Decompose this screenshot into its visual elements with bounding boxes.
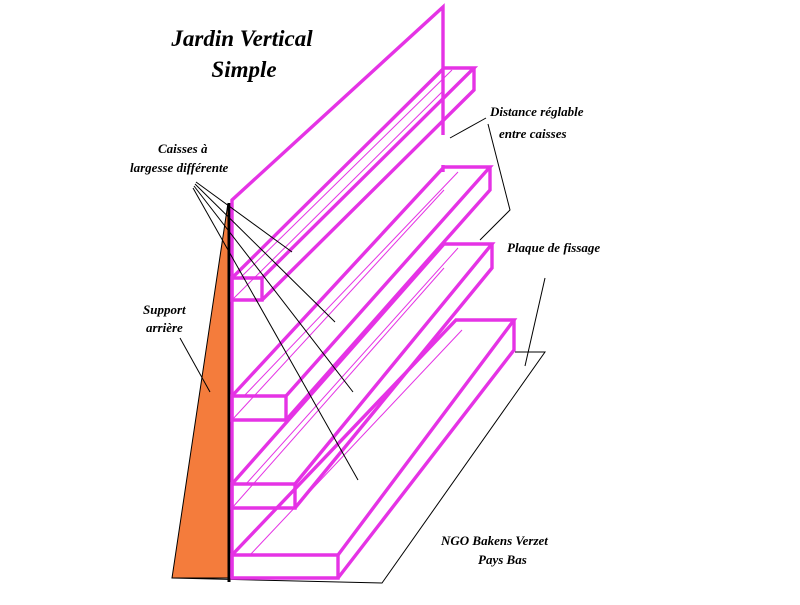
- leader-distance-2: [479, 123, 511, 241]
- planter-box-2-inner: [243, 171, 459, 397]
- planter-box-4-front: [230, 553, 340, 580]
- planter-box-2-side: [284, 167, 492, 422]
- planter-box-1-top: [230, 66, 479, 280]
- label-support-line-2: arrière: [146, 320, 183, 335]
- label-plate: Plaque de fissage: [507, 240, 600, 255]
- title-line-2: Simple: [211, 57, 276, 82]
- planter-box-1-inner: [239, 69, 453, 279]
- leader-boxes-3: [193, 185, 354, 393]
- label-distance-line-1: Distance réglable: [489, 104, 584, 119]
- leader-lines: [179, 117, 546, 481]
- planter-box-2-base: [231, 189, 445, 421]
- planter-box-3-side: [293, 244, 494, 510]
- label-boxes-line-1: Caisses à: [158, 141, 208, 156]
- planter-box-3-top: [230, 242, 496, 486]
- credit-line-1: NGO Bakens Verzet: [440, 533, 548, 548]
- planter-box-1-base: [231, 89, 445, 301]
- leader-distance-1: [449, 117, 487, 139]
- label-distance-line-2: entre caisses: [499, 126, 567, 141]
- planter-box-1-side: [260, 68, 476, 302]
- leader-support: [179, 337, 211, 393]
- leader-plate: [524, 277, 546, 367]
- title-line-1: Jardin Vertical: [170, 26, 313, 51]
- planter-box-2-front: [230, 394, 288, 422]
- planter-box-4-inner: [249, 329, 463, 556]
- label-boxes-line-2: largesse différente: [130, 160, 229, 175]
- planter-box-4: [230, 318, 518, 580]
- leader-boxes-2: [194, 183, 336, 323]
- planter-box-1-front: [230, 276, 264, 302]
- planter-box-4-top: [230, 318, 518, 557]
- planter-box-1: [230, 66, 479, 302]
- label-support-line-1: Support: [143, 302, 186, 317]
- leader-boxes-1: [195, 181, 293, 253]
- rear-support: [171, 202, 233, 579]
- ground-base-line: [171, 351, 546, 584]
- credit-line-2: Pays Bas: [478, 552, 527, 567]
- leader-boxes-4: [192, 187, 359, 481]
- planter-box-4-side: [336, 320, 516, 580]
- planter-box-3-inner: [245, 247, 459, 485]
- planter-box-2-top: [230, 165, 494, 398]
- planter-box-3: [230, 242, 496, 510]
- planter-box-3-front: [230, 482, 297, 510]
- planter-box-3-base: [231, 267, 445, 509]
